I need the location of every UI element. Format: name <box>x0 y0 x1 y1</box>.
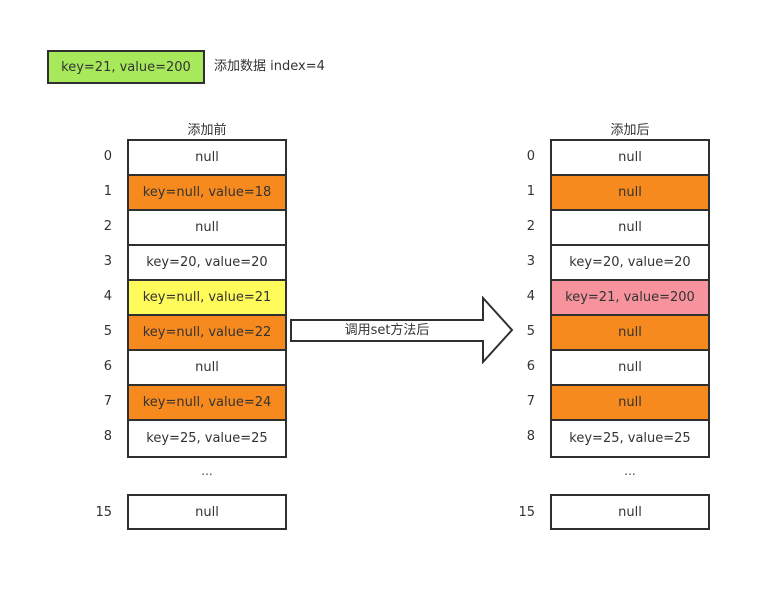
before-tail-cell: null <box>127 494 287 530</box>
before-array-table: null key=null, value=18 null key=20, value=… <box>127 139 287 458</box>
before-index-column: 0 1 2 3 4 5 6 7 8 <box>72 139 112 454</box>
new-entry-label: key=21, value=200 <box>61 59 191 75</box>
array-cell-value: null <box>195 360 219 375</box>
array-cell-value: null <box>618 360 642 375</box>
row-index-label: 0 <box>526 149 535 164</box>
after-tail-value: null <box>618 504 642 520</box>
block-arrow-icon <box>290 295 514 365</box>
row-index-label: 2 <box>103 219 112 234</box>
row-index-label: 1 <box>526 184 535 199</box>
array-cell-value: key=21, value=200 <box>565 290 695 305</box>
before-tail-value: null <box>195 504 219 520</box>
after-ellipsis: ... <box>624 464 636 478</box>
after-array-row-5: null <box>552 316 708 351</box>
after-array-row-8: key=25, value=25 <box>552 421 708 456</box>
after-array-title: 添加后 <box>610 123 650 138</box>
after-array-row-3: key=20, value=20 <box>552 246 708 281</box>
after-array-row-7: null <box>552 386 708 421</box>
array-cell-value: null <box>195 150 219 165</box>
before-tail-index: 15 <box>95 504 112 520</box>
array-cell-value: key=25, value=25 <box>569 431 691 446</box>
set-method-arrow: 调用set方法后 <box>290 295 516 365</box>
array-cell-value: key=20, value=20 <box>569 255 691 270</box>
row-index-label: 1 <box>103 184 112 199</box>
row-index-label: 6 <box>526 359 535 374</box>
new-entry-box: key=21, value=200 <box>47 50 205 84</box>
before-array-row-6: null <box>129 351 285 386</box>
row-index-label: 4 <box>526 289 535 304</box>
add-data-label: 添加数据 index=4 <box>214 59 325 74</box>
row-index-label: 8 <box>103 429 112 444</box>
row-index-label: 0 <box>103 149 112 164</box>
array-cell-value: null <box>618 325 642 340</box>
array-cell-value: null <box>618 395 642 410</box>
row-index-label: 5 <box>103 324 112 339</box>
after-array-row-4: key=21, value=200 <box>552 281 708 316</box>
after-tail-cell: null <box>550 494 710 530</box>
array-cell-value: key=25, value=25 <box>146 431 268 446</box>
array-cell-value: null <box>618 185 642 200</box>
row-index-label: 4 <box>103 289 112 304</box>
row-index-label: 8 <box>526 429 535 444</box>
array-cell-value: null <box>618 150 642 165</box>
before-array-row-7: key=null, value=24 <box>129 386 285 421</box>
after-array-row-0: null <box>552 141 708 176</box>
before-array-row-4: key=null, value=21 <box>129 281 285 316</box>
array-cell-value: key=null, value=22 <box>142 325 272 340</box>
before-array-row-5: key=null, value=22 <box>129 316 285 351</box>
after-array-row-1: null <box>552 176 708 211</box>
before-array-row-0: null <box>129 141 285 176</box>
before-array-row-3: key=20, value=20 <box>129 246 285 281</box>
after-array-table: null null null key=20, value=20 key=21, valu… <box>550 139 710 458</box>
before-array-title: 添加前 <box>187 123 227 138</box>
before-array-row-1: key=null, value=18 <box>129 176 285 211</box>
row-index-label: 3 <box>103 254 112 269</box>
after-array-row-6: null <box>552 351 708 386</box>
array-cell-value: key=null, value=18 <box>142 185 272 200</box>
after-array-row-2: null <box>552 211 708 246</box>
before-ellipsis: ... <box>201 464 213 478</box>
row-index-label: 6 <box>103 359 112 374</box>
after-index-column: 0 1 2 3 4 5 6 7 8 <box>495 139 535 454</box>
row-index-label: 3 <box>526 254 535 269</box>
after-tail-index: 15 <box>518 504 535 520</box>
array-cell-value: key=null, value=24 <box>142 395 272 410</box>
row-index-label: 7 <box>526 394 535 409</box>
before-array-row-8: key=25, value=25 <box>129 421 285 456</box>
array-cell-value: key=null, value=21 <box>142 290 272 305</box>
before-array-row-2: null <box>129 211 285 246</box>
arrow-label: 调用set方法后 <box>344 323 430 338</box>
array-cell-value: null <box>618 220 642 235</box>
row-index-label: 7 <box>103 394 112 409</box>
row-index-label: 5 <box>526 324 535 339</box>
row-index-label: 2 <box>526 219 535 234</box>
array-cell-value: key=20, value=20 <box>146 255 268 270</box>
array-cell-value: null <box>195 220 219 235</box>
